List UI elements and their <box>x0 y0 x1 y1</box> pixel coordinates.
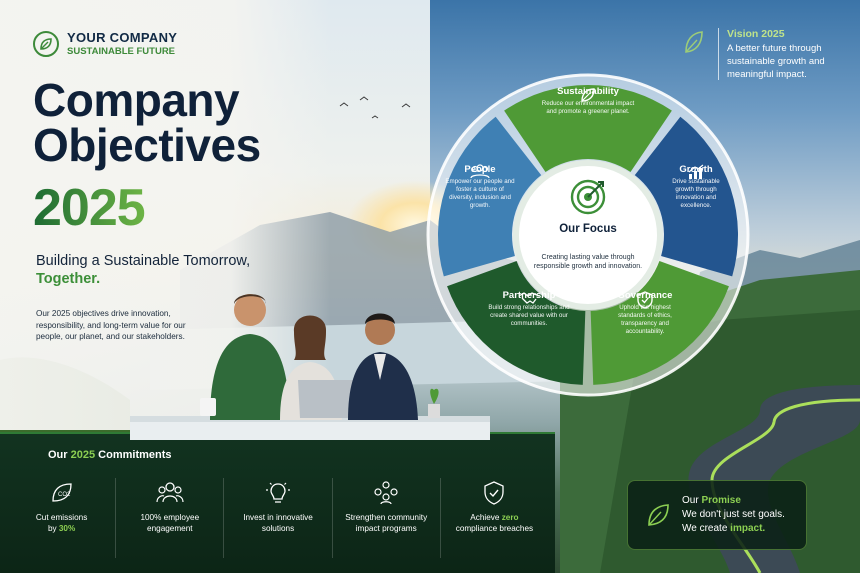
team-meeting-photo <box>130 294 490 440</box>
commitment-line2: solutions <box>261 524 295 533</box>
hero-description: Our 2025 objectives drive innovation, re… <box>36 309 186 341</box>
commitment-label: Achieve zero compliance breaches <box>456 512 533 534</box>
commitment-line2: by <box>47 524 57 533</box>
promise-card: Our Promise We don't just set goals. We … <box>627 480 807 550</box>
wheel-segment-partnership[interactable] <box>447 260 586 385</box>
commitment-line1: Achieve <box>470 513 500 522</box>
title-year: 2025 <box>33 179 146 237</box>
commitment-line1: Strengthen community <box>345 513 428 522</box>
brand-tagline: SUSTAINABLE FUTURE <box>67 46 176 57</box>
commitment-label: Strengthen community impact programs <box>345 512 427 534</box>
heading-accent: 2025 <box>70 449 96 461</box>
commitment-label: 100% employee engagement <box>140 512 199 534</box>
segment-growth[interactable]: Growth Drive sustainable growth through … <box>663 164 729 210</box>
promise-title-accent: Promise <box>701 495 741 506</box>
leaf-icon <box>685 31 703 53</box>
subtitle-line1: Building a Sustainable Tomorrow, <box>36 253 251 269</box>
vision-divider <box>718 28 719 80</box>
wheel-segment-sustainability[interactable] <box>504 84 672 172</box>
leaf-icon <box>581 88 595 102</box>
svg-text:CO2: CO2 <box>58 492 71 498</box>
shield-check-icon <box>637 291 653 309</box>
lightbulb-icon <box>266 482 290 503</box>
commitment-compliance[interactable]: Achieve zero compliance breaches <box>441 478 548 558</box>
commitment-emissions[interactable]: CO2 Cut emissions by 30% <box>8 478 117 558</box>
chart-up-icon <box>688 164 704 179</box>
brand-name: YOUR COMPANY <box>67 30 178 45</box>
leaf-icon <box>33 30 59 57</box>
title-line1: Company <box>33 74 240 126</box>
segment-description: Empower our people and foster a culture … <box>445 178 515 209</box>
brand[interactable]: YOUR COMPANY SUSTAINABLE FUTURE <box>33 30 177 57</box>
vision-text: A better future through sustainable grow… <box>727 43 825 80</box>
heading-suffix: Commitments <box>98 449 172 461</box>
co2-leaf-icon: CO2 <box>51 483 72 502</box>
commitment-engagement[interactable]: 100% employee engagement <box>116 478 225 558</box>
promise-title-prefix: Our <box>682 495 699 506</box>
promise-line3-accent: impact. <box>730 523 766 534</box>
wheel-segment-growth[interactable] <box>634 116 738 277</box>
wheel-segment-governance[interactable] <box>590 260 729 385</box>
commitment-line1: 100% employee <box>140 513 200 522</box>
segment-title: Growth <box>679 164 713 175</box>
title-line2: Objectives <box>33 119 261 171</box>
segment-description: Build strong relationships and create sh… <box>488 304 570 327</box>
team-icon <box>156 482 184 503</box>
commitments-heading: Our 2025 Commitments <box>48 449 172 461</box>
vision-block: Vision 2025 A better future through sust… <box>682 28 847 81</box>
commitment-accent: 30% <box>58 524 76 533</box>
wheel-segment-people[interactable] <box>438 116 542 277</box>
segment-partnership[interactable]: Partnership Build strong relationships a… <box>487 290 571 328</box>
promise-line2: We don't just set goals. <box>682 509 785 520</box>
commitment-line1: Invest in innovative <box>243 513 313 522</box>
leaf-icon <box>648 504 669 526</box>
commitment-accent: zero <box>501 513 519 522</box>
commitment-label: Cut emissions by 30% <box>36 512 87 534</box>
commitments-list: CO2 Cut emissions by 30% 100% employee e… <box>8 478 548 558</box>
commitment-label: Invest in innovative solutions <box>243 512 313 534</box>
segment-description: Uphold the highest standards of ethics, … <box>618 304 672 335</box>
wheel-graphic <box>426 73 750 397</box>
promise-text: Our Promise We don't just set goals. We … <box>682 494 785 536</box>
segment-description: Drive sustainable growth through innovat… <box>672 178 720 209</box>
heading-prefix: Our <box>48 449 68 461</box>
subtitle: Building a Sustainable Tomorrow, Togethe… <box>36 252 250 288</box>
vision-title: Vision 2025 <box>727 28 785 40</box>
people-icon <box>470 164 490 179</box>
segment-governance[interactable]: Governance Uphold the highest standards … <box>605 290 685 336</box>
handshake-icon <box>518 292 540 304</box>
commitment-line2: impact programs <box>355 524 417 533</box>
segment-title: Sustainability <box>557 86 619 97</box>
subtitle-accent: Together. <box>36 271 101 287</box>
page-title: Company Objectives <box>33 74 261 171</box>
commitment-innovation[interactable]: Invest in innovative solutions <box>224 478 333 558</box>
commitment-community[interactable]: Strengthen community impact programs <box>333 478 441 558</box>
focus-wheel: Sustainability Reduce our environmental … <box>425 72 751 398</box>
shield-check-icon <box>484 481 505 505</box>
segment-title: People <box>464 164 496 175</box>
segment-sustainability[interactable]: Sustainability Reduce our environmental … <box>538 86 638 116</box>
segment-description: Reduce our environmental impact and prom… <box>541 100 635 115</box>
target-icon <box>570 179 606 215</box>
focus-title: Our Focus <box>559 223 617 235</box>
promise-line3-prefix: We create <box>682 523 728 534</box>
community-icon <box>374 481 398 505</box>
segment-title: Governance <box>617 290 673 301</box>
commitment-line2: compliance breaches <box>455 524 534 533</box>
commitment-line2: engagement <box>147 524 193 533</box>
segment-people[interactable]: People Empower our people and foster a c… <box>445 164 515 210</box>
commitment-line1: Cut emissions <box>35 513 88 522</box>
focus-description: Creating lasting value through responsib… <box>533 254 643 270</box>
